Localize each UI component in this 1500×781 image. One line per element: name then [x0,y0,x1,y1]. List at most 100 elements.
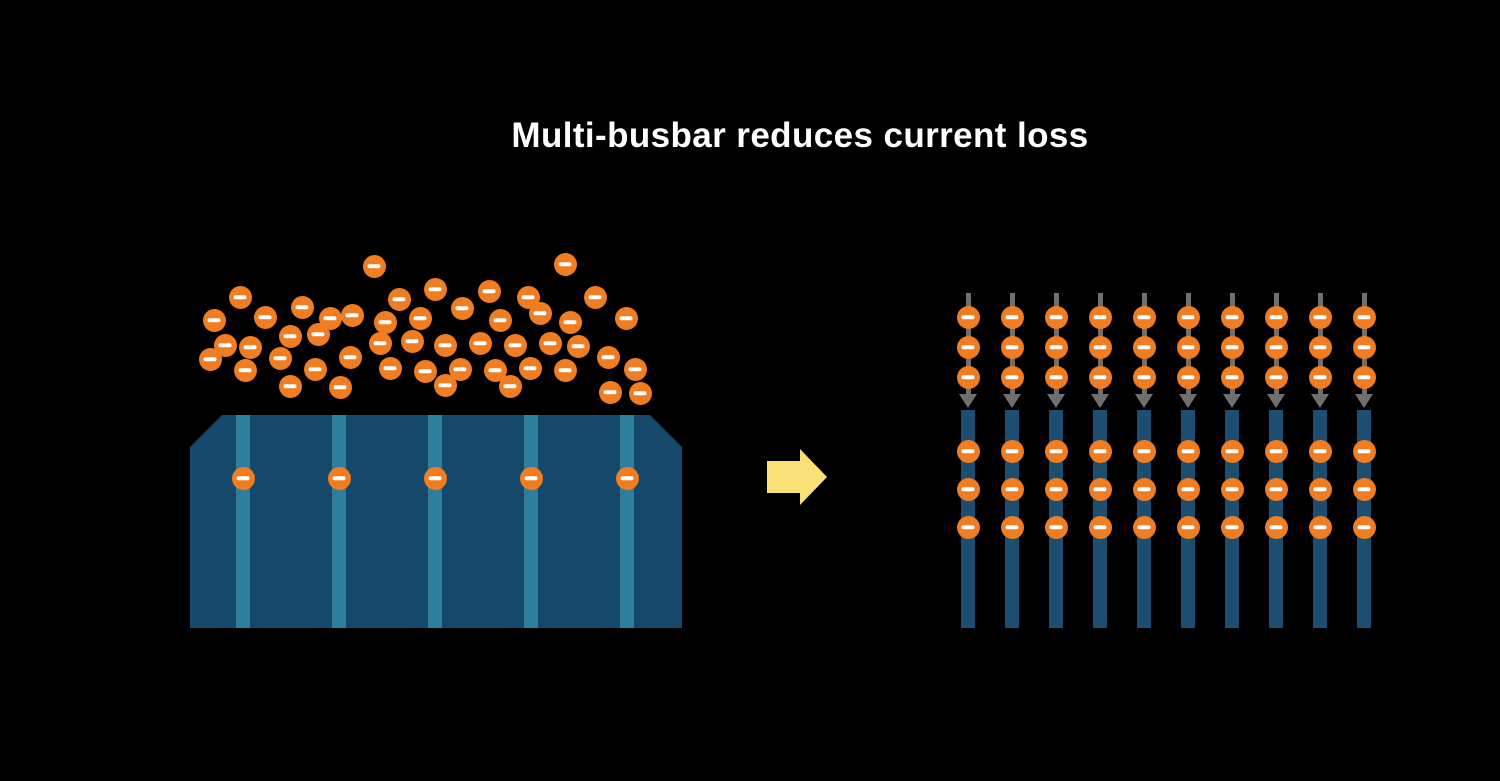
electron-icon [423,466,447,490]
electron-icon [1088,515,1112,539]
electron-icon [1000,515,1024,539]
electron-icon [553,252,577,276]
electron-icon [583,285,607,309]
electron-icon [1044,365,1068,389]
electron-icon [477,279,501,303]
electron-icon [448,357,472,381]
electron-icon [956,305,980,329]
electron-icon [956,365,980,389]
electron-icon [1352,305,1376,329]
electron-icon [327,466,351,490]
electron-icon [1308,335,1332,359]
electron-icon [408,306,432,330]
electron-icon [413,359,437,383]
electron-icon [268,346,292,370]
electron-icon [253,305,277,329]
electron-icon [1132,335,1156,359]
electron-icon [1308,515,1332,539]
electron-icon [1044,515,1068,539]
electron-icon [373,310,397,334]
right-arrow-icon [767,449,827,505]
electron-icon [306,322,330,346]
electron-icon [1176,515,1200,539]
electron-icon [956,439,980,463]
electron-icon [1132,305,1156,329]
electron-icon [1352,439,1376,463]
electron-icon [278,324,302,348]
electron-icon [558,310,582,334]
electron-icon [1044,305,1068,329]
arrow-head [959,394,977,408]
electron-icon [213,333,237,357]
arrow-head [1311,394,1329,408]
electron-icon [623,357,647,381]
electron-icon [1220,365,1244,389]
electron-icon [1132,515,1156,539]
electron-icon [614,306,638,330]
electron-icon [303,357,327,381]
electron-icon [1176,439,1200,463]
electron-icon [566,334,590,358]
electron-icon [290,295,314,319]
electron-icon [1000,335,1024,359]
electron-icon [956,477,980,501]
electron-icon [1000,365,1024,389]
electron-icon [615,466,639,490]
electron-icon [538,331,562,355]
electron-icon [1352,365,1376,389]
electron-icon [1044,439,1068,463]
electron-icon [1220,305,1244,329]
electron-icon [1176,335,1200,359]
electron-icon [450,296,474,320]
electron-icon [1088,477,1112,501]
electron-icon [598,380,622,404]
arrow-head [800,449,827,505]
electron-icon [1132,439,1156,463]
electron-icon [198,347,222,371]
electron-icon [498,374,522,398]
electron-icon [628,381,652,405]
arrow-head [1355,394,1373,408]
electron-icon [1264,439,1288,463]
electron-icon [1308,439,1332,463]
electron-icon [1220,335,1244,359]
arrow-head [1047,394,1065,408]
arrow-head [1179,394,1197,408]
electron-icon [483,358,507,382]
electron-icon [340,303,364,327]
electron-icon [503,333,527,357]
electron-icon [1308,305,1332,329]
page-title: Multi-busbar reduces current loss [511,116,1089,155]
electron-icon [1132,365,1156,389]
arrow-head [1267,394,1285,408]
electron-icon [1176,305,1200,329]
electron-icon [956,515,980,539]
electron-icon [238,335,262,359]
electron-icon [956,335,980,359]
electron-icon [1352,335,1376,359]
electron-icon [338,345,362,369]
arrow-head [1223,394,1241,408]
electron-icon [362,254,386,278]
busbar [332,415,346,628]
electron-icon [202,308,226,332]
electron-icon [400,329,424,353]
electron-icon [1308,477,1332,501]
electron-icon [553,358,577,382]
electron-icon [233,358,257,382]
electron-icon [387,287,411,311]
electron-icon [1264,305,1288,329]
busbar [428,415,442,628]
electron-icon [1000,477,1024,501]
electron-icon [1000,439,1024,463]
electron-icon [1088,439,1112,463]
electron-icon [596,345,620,369]
electron-icon [1044,335,1068,359]
electron-icon [1264,515,1288,539]
electron-icon [228,285,252,309]
electron-icon [519,466,543,490]
electron-icon [488,308,512,332]
electron-icon [1044,477,1068,501]
electron-icon [433,333,457,357]
